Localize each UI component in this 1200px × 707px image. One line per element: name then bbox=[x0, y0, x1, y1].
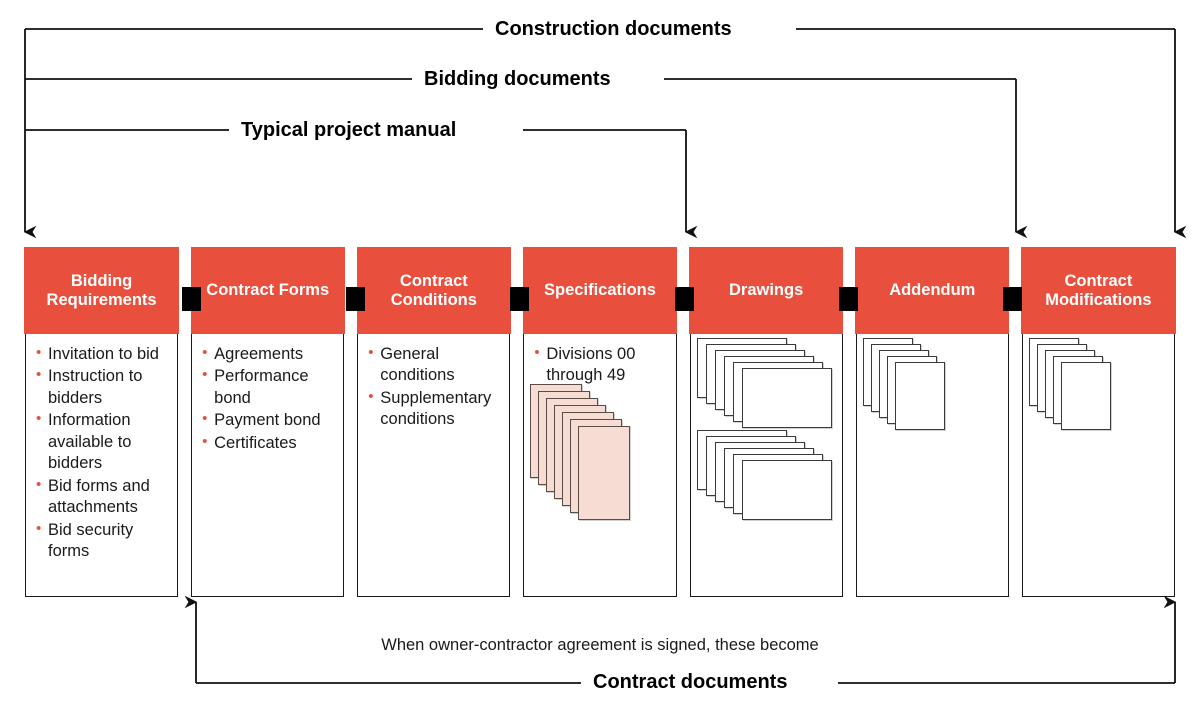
addendum-page-stack-icon bbox=[862, 338, 983, 448]
owner-contractor-note: When owner-contractor agreement is signe… bbox=[381, 636, 819, 654]
column-contract-conditions[interactable]: Contract Conditions General conditions S… bbox=[356, 247, 512, 597]
list-item: Supplementary conditions bbox=[367, 387, 501, 431]
connector-block-4 bbox=[675, 287, 694, 311]
list-item: Agreements bbox=[201, 343, 335, 365]
list-item: Instruction to bidders bbox=[35, 365, 169, 409]
list-item: Information available to bidders bbox=[35, 409, 169, 474]
item-list-bidding-requirements: Invitation to bid Instruction to bidders… bbox=[35, 343, 169, 563]
item-list-contract-conditions: General conditions Supplementary conditi… bbox=[367, 343, 501, 431]
drawings-page-stack-icon-top bbox=[696, 338, 837, 428]
column-header-contract-forms: Contract Forms bbox=[190, 247, 345, 334]
column-drawings[interactable]: Drawings bbox=[688, 247, 844, 597]
list-item: Divisions 00 through 49 bbox=[533, 343, 667, 387]
list-item: Bid forms and attachments bbox=[35, 475, 169, 519]
column-body-contract-conditions: General conditions Supplementary conditi… bbox=[358, 334, 509, 596]
column-body-contract-forms: Agreements Performance bond Payment bond… bbox=[192, 334, 343, 596]
column-addendum[interactable]: Addendum bbox=[855, 247, 1010, 597]
connector-block-2 bbox=[346, 287, 365, 311]
connector-block-6 bbox=[1003, 287, 1022, 311]
connector-block-5 bbox=[839, 287, 858, 311]
contract-modifications-page-stack-icon bbox=[1028, 338, 1149, 448]
column-body-contract-modifications bbox=[1023, 334, 1174, 596]
specifications-page-stack-icon bbox=[530, 384, 631, 524]
list-item: Bid security forms bbox=[35, 519, 169, 563]
column-specifications[interactable]: Specifications Divisions 00 through 49 bbox=[522, 247, 678, 597]
column-contract-modifications[interactable]: Contract Modifications bbox=[1021, 247, 1176, 597]
list-item: Payment bond bbox=[201, 409, 335, 431]
item-list-contract-forms: Agreements Performance bond Payment bond… bbox=[201, 343, 335, 454]
connector-block-1 bbox=[182, 287, 201, 311]
list-item: General conditions bbox=[367, 343, 501, 387]
column-header-contract-conditions: Contract Conditions bbox=[356, 247, 512, 334]
bracket-label-bidding-documents: Bidding documents bbox=[414, 69, 621, 89]
bracket-label-construction-documents: Construction documents bbox=[485, 19, 742, 39]
column-contract-forms[interactable]: Contract Forms Agreements Performance bo… bbox=[190, 247, 345, 597]
connector-block-3 bbox=[510, 287, 529, 311]
document-columns: Bidding Requirements Invitation to bid I… bbox=[24, 247, 1176, 597]
list-item: Performance bond bbox=[201, 365, 335, 409]
column-body-addendum bbox=[857, 334, 1008, 596]
column-body-bidding-requirements: Invitation to bid Instruction to bidders… bbox=[26, 334, 177, 596]
list-item: Invitation to bid bbox=[35, 343, 169, 365]
column-header-bidding-requirements: Bidding Requirements bbox=[24, 247, 179, 334]
bracket-label-contract-documents: Contract documents bbox=[583, 672, 798, 692]
drawings-page-stack-icon-bottom bbox=[696, 430, 837, 520]
bracket-label-typical-project-manual: Typical project manual bbox=[231, 120, 467, 140]
column-bidding-requirements[interactable]: Bidding Requirements Invitation to bid I… bbox=[24, 247, 179, 597]
column-header-addendum: Addendum bbox=[855, 247, 1010, 334]
column-header-specifications: Specifications bbox=[522, 247, 678, 334]
column-header-contract-modifications: Contract Modifications bbox=[1021, 247, 1176, 334]
column-body-drawings bbox=[691, 334, 842, 596]
column-header-drawings: Drawings bbox=[688, 247, 844, 334]
column-body-specifications: Divisions 00 through 49 bbox=[524, 334, 675, 596]
list-item: Certificates bbox=[201, 432, 335, 454]
item-list-specifications: Divisions 00 through 49 bbox=[533, 343, 667, 387]
